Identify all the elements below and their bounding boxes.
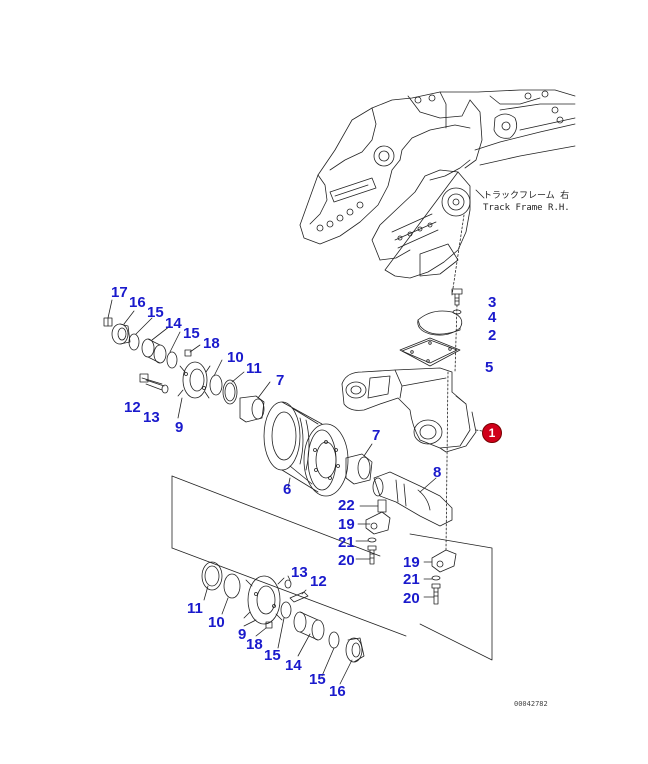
assembly-outline-box: [171, 475, 493, 661]
part-label-8: 8: [433, 464, 442, 481]
part-label-5: 5: [485, 359, 494, 376]
part-label-7-upper: 7: [276, 372, 285, 389]
part-label-7-lower: 7: [372, 427, 381, 444]
part-label-3: 3: [488, 294, 497, 311]
part-label-10-upper: 10: [227, 349, 244, 366]
left-exploded-parts: [103, 299, 271, 423]
part-label-9-upper: 9: [175, 419, 184, 436]
part-label-13-lower: 13: [291, 564, 308, 581]
part-label-2: 2: [488, 327, 497, 344]
part-label-14-upper: 14: [165, 315, 182, 332]
part-label-15-lower-a: 15: [264, 647, 281, 664]
shaft-drawing: [345, 443, 453, 527]
cover-parts-drawing: [399, 288, 463, 373]
part-label-18-lower: 18: [246, 636, 263, 653]
part-label-4: 4: [488, 309, 497, 326]
part-label-16-lower: 16: [329, 683, 346, 700]
part-label-11-upper: 11: [246, 360, 262, 377]
part-label-20-right: 20: [403, 590, 420, 607]
frame-note-english: Track Frame R.H.: [483, 203, 570, 213]
part-label-17: 17: [111, 284, 128, 301]
part-label-6: 6: [283, 481, 292, 498]
part-label-19-center: 19: [338, 516, 355, 533]
drawing-number: 00042782: [514, 700, 548, 708]
bracket-right-drawing: [423, 371, 457, 605]
bogie-housing-drawing: [341, 367, 489, 453]
part-label-11-lower: 11: [187, 600, 203, 617]
track-roller-drawing: [263, 401, 349, 497]
part-label-20-center: 20: [338, 552, 355, 569]
lower-exploded-parts: [201, 561, 365, 685]
part-label-19-right: 19: [403, 554, 420, 571]
part-label-13-upper: 13: [143, 409, 160, 426]
callout-marker: 1: [482, 423, 502, 443]
part-label-21-center: 21: [338, 534, 355, 551]
part-label-9-lower: 9: [238, 626, 247, 643]
part-label-15-upper-b: 15: [183, 325, 200, 342]
track-frame-drawing: [299, 89, 576, 296]
part-label-22: 22: [338, 497, 355, 514]
part-label-14-lower: 14: [285, 657, 302, 674]
part-label-12-lower: 12: [310, 573, 327, 590]
part-label-15-lower-b: 15: [309, 671, 326, 688]
part-label-16-upper: 16: [129, 294, 146, 311]
part-label-21-right: 21: [403, 571, 420, 588]
part-label-10-lower: 10: [208, 614, 225, 631]
bracket-center-drawing: [355, 499, 391, 565]
part-label-15-upper-a: 15: [147, 304, 164, 321]
part-label-18-upper: 18: [203, 335, 220, 352]
frame-note-japanese: トラックフレーム 右: [483, 191, 570, 201]
part-label-12-upper: 12: [124, 399, 141, 416]
